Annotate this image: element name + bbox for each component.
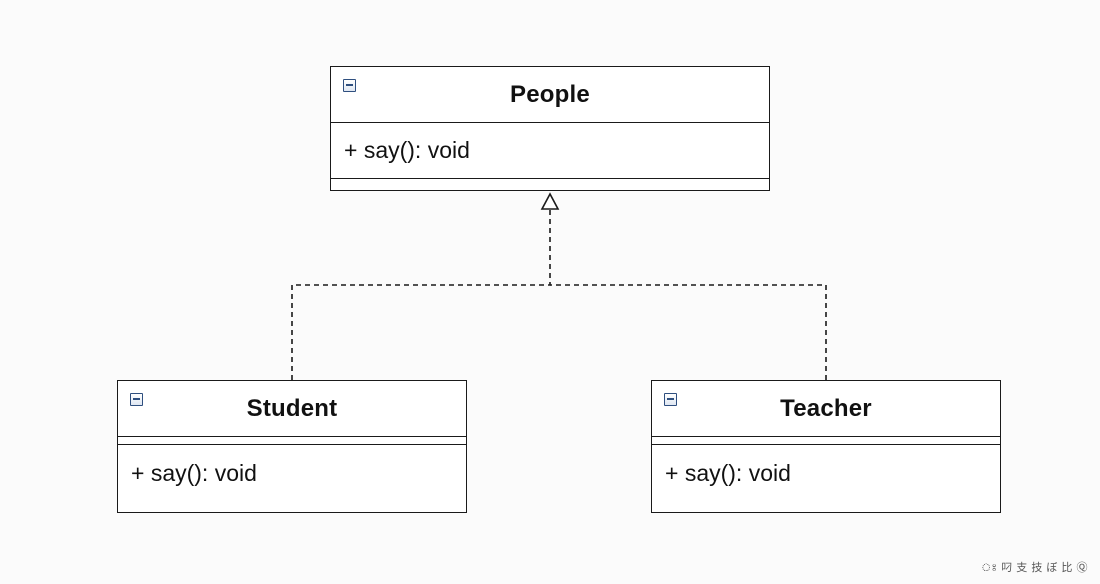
realization-line-student — [291, 209, 551, 380]
class-box-student[interactable]: Student + say(): void — [117, 380, 467, 513]
operation-say-student: + say(): void — [131, 459, 257, 486]
operations-compartment-teacher: + say(): void — [652, 445, 1000, 501]
class-name-student: Student — [246, 394, 338, 422]
operation-say-people: + say(): void — [344, 137, 470, 163]
watermark: ঃ 叼 支 技 ぼ 比 Ⓠ — [980, 562, 1088, 574]
collapse-icon[interactable] — [130, 393, 143, 406]
operations-compartment-people: + say(): void — [331, 123, 769, 179]
attributes-compartment-teacher — [652, 437, 1000, 445]
class-header-student: Student — [118, 381, 466, 437]
class-box-teacher[interactable]: Teacher + say(): void — [651, 380, 1001, 513]
realization-arrowhead-icon — [540, 192, 560, 210]
operations-compartment-student: + say(): void — [118, 445, 466, 501]
class-header-teacher: Teacher — [652, 381, 1000, 437]
class-name-people: People — [510, 80, 590, 108]
class-name-teacher: Teacher — [780, 394, 872, 422]
class-header-people: People — [331, 67, 769, 123]
collapse-icon[interactable] — [664, 393, 677, 406]
realization-line-teacher — [550, 284, 827, 380]
collapse-icon[interactable] — [343, 79, 356, 92]
operation-say-teacher: + say(): void — [665, 459, 791, 486]
empty-compartment-people — [331, 179, 769, 187]
attributes-compartment-student — [118, 437, 466, 445]
class-box-people[interactable]: People + say(): void — [330, 66, 770, 191]
